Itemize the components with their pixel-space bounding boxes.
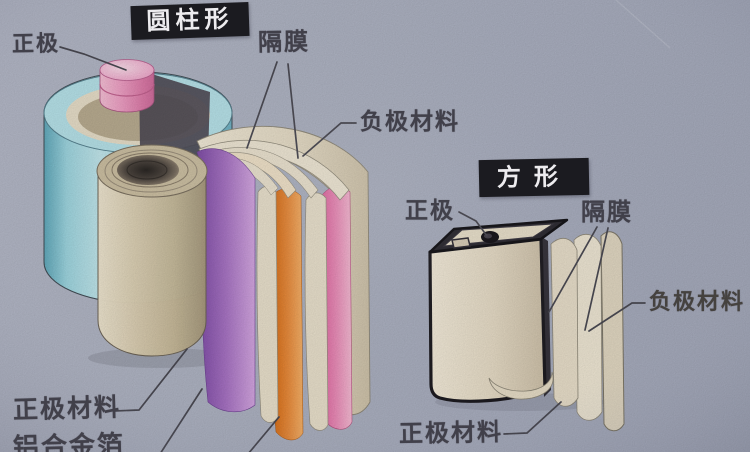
label-cyl-positive-material: 正极材料 [12, 393, 122, 425]
label-cyl-foil: 铝合金箔 [12, 429, 126, 452]
label-prism-negative-material: 负极材料 [649, 289, 746, 314]
section-title-prismatic: 方形 [478, 157, 590, 198]
label-prism-positive: 正极 [405, 197, 455, 223]
label-cyl-negative-material: 负极材料 [360, 108, 460, 134]
label-prism-positive-material: 正极材料 [398, 419, 504, 448]
label-prism-separator: 隔膜 [581, 199, 633, 226]
label-cyl-positive: 正极 [11, 30, 61, 57]
section-title-cylindrical: 圆柱形 [130, 1, 250, 41]
label-cyl-separator: 隔膜 [257, 28, 311, 57]
